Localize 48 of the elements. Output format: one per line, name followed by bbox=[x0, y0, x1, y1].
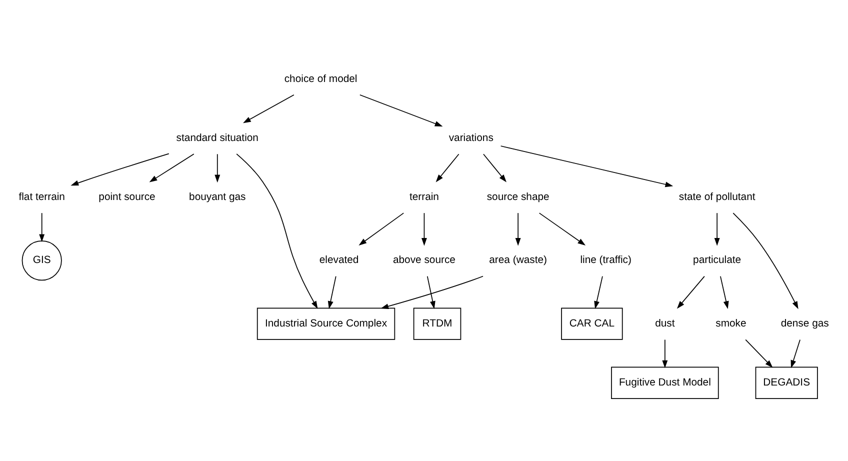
node-box: Fugitive Dust Model bbox=[611, 366, 719, 398]
arrow bbox=[358, 212, 404, 245]
node-circle: GIS bbox=[22, 240, 62, 280]
node-text: elevated bbox=[319, 254, 359, 266]
arrow bbox=[39, 212, 45, 242]
arrow bbox=[662, 338, 668, 368]
node-text: bouyant gas bbox=[189, 192, 246, 202]
arrow bbox=[426, 275, 436, 309]
arrow bbox=[483, 153, 506, 182]
arrow bbox=[214, 153, 220, 182]
arrow bbox=[70, 152, 170, 186]
node-text: smoke bbox=[716, 318, 746, 329]
arrow bbox=[328, 275, 336, 309]
arrow bbox=[594, 275, 603, 309]
node-text: dense gas bbox=[780, 318, 829, 329]
arrow bbox=[149, 153, 194, 182]
node-text: point source bbox=[98, 192, 156, 202]
arrow bbox=[538, 212, 586, 245]
arrow bbox=[421, 212, 427, 246]
node-text: state of pollutant bbox=[678, 192, 756, 202]
node-text: standard situation bbox=[176, 132, 258, 144]
node-box: Industrial Source Complex bbox=[256, 307, 396, 340]
node-text: flat terrain bbox=[18, 192, 65, 202]
node-text: above source bbox=[392, 254, 456, 266]
node-text: line (traffic) bbox=[580, 254, 632, 266]
node-text: terrain bbox=[409, 192, 439, 202]
arrow bbox=[243, 94, 294, 123]
arrow bbox=[500, 145, 674, 187]
arrow bbox=[732, 212, 798, 309]
arrow bbox=[745, 338, 773, 368]
node-text: choice of model bbox=[284, 73, 358, 84]
node-text: dust bbox=[655, 318, 675, 329]
node-box: RTDM bbox=[413, 307, 462, 340]
node-text: particulate bbox=[693, 254, 742, 266]
arrow bbox=[720, 275, 729, 309]
arrow bbox=[380, 275, 484, 308]
arrow bbox=[676, 275, 705, 308]
node-text: source shape bbox=[486, 192, 550, 202]
node-text: variations bbox=[448, 132, 494, 144]
node-box: DEGADIS bbox=[755, 366, 818, 398]
arrow bbox=[790, 338, 800, 368]
arrow bbox=[236, 152, 318, 308]
arrow bbox=[359, 94, 443, 126]
node-box: CAR CAL bbox=[561, 307, 623, 340]
arrow bbox=[714, 212, 720, 246]
arrow bbox=[436, 153, 460, 182]
node-text: area (waste) bbox=[489, 254, 547, 266]
arrow bbox=[515, 212, 521, 246]
